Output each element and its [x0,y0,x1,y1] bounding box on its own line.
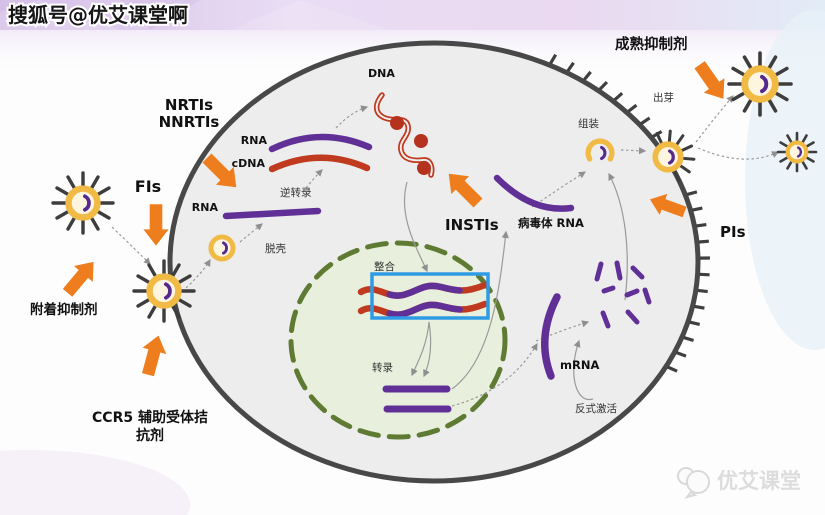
label-rna-template: RNA [192,201,219,214]
connector-to-mrna [451,342,538,407]
connector-to-integration [403,181,428,273]
dna-dot [417,161,431,175]
protein-fragment [594,261,604,282]
connectors [111,95,780,407]
mrna-strand [541,293,561,380]
label-pis: PIs [720,223,746,241]
connector-reverse-transcription [302,169,323,193]
label-integration: 整合 [374,260,395,273]
label-fis: FIs [135,177,161,196]
dna-dot [414,134,428,148]
viral-protein-fragments [594,260,652,329]
provirus-insert [357,281,489,299]
label-instis: INSTIs [445,216,499,234]
band-facet [0,0,120,30]
watermark-bottom-group: 优艾课堂 [677,467,801,499]
virion-attached-icon [132,259,196,323]
rna-genome-strand [268,133,373,153]
virion-rna-strand [493,174,575,212]
cdna-strand [268,154,371,173]
bg-tint-bottom-left [0,450,190,515]
connector-transcription-2 [423,321,432,378]
label-transactivation: 反式激活 [575,402,617,415]
connector-release-to-mature [697,147,780,160]
band-facet [230,0,390,30]
label-budding: 出芽 [653,91,674,104]
protein-fragment [625,309,640,325]
connector-assembly-to-budding [620,147,647,155]
label-assembly: 组装 [578,117,599,130]
nrtis-arrow-icon [202,153,237,188]
attachment-arrow-icon [62,261,94,297]
dna-dot [390,116,404,130]
label-mrna: mRNA [560,358,599,372]
label-uncoating: 脱壳 [265,242,286,255]
label-ccr5-line1: CCR5 辅助受体拮 [92,409,208,426]
protein-fragment [642,287,652,305]
released-virion-icon [727,51,793,117]
label-nnrtis: NNRTIs [159,113,220,131]
label-nrtis: NRTIs [165,96,213,114]
protein-fragment [601,285,616,294]
connector-uncoating [239,223,263,243]
connector-translation [535,320,590,342]
wechat-bubble-tail [684,490,698,499]
label-maturation-inhibitor: 成熟抑制剂 [615,35,688,53]
drug-arrows [62,61,725,377]
wechat-bubble-large [686,470,710,494]
ccr5-arrow-icon [142,335,167,377]
maturation-arrow-icon [694,61,725,99]
watermark-bottom: 优艾课堂 [717,469,801,493]
header-band [0,0,825,30]
capsid-uncoating-icon [208,234,236,262]
connector-proteins-to-assembly [608,172,628,301]
assembling-virion-icon [585,138,615,162]
connector-to-dna [335,105,369,129]
labels: 搜狐号@优艾课堂啊 NRTIs NNRTIs FIs 附着抑制剂 CCR5 辅助… [6,1,746,444]
protein-fragment [624,288,640,298]
protein-fragment [600,310,611,329]
connector-transcription-1 [411,321,430,377]
label-cdna: cDNA [232,157,266,170]
budding-virion-icon [652,129,696,183]
connector-budding-to-release [695,95,734,143]
connector-to-virion-rna [451,230,509,390]
dna-squiggle-inner [375,94,433,176]
watermark-top: 搜狐号@优艾课堂啊 [8,3,188,27]
connector-attach [111,226,151,265]
integrated-provirus [357,281,489,318]
label-ccr5-line2: 抗剂 [136,427,164,444]
wechat-logo-icon [677,467,710,499]
label-attachment-inhibitor: 附着抑制剂 [30,301,98,318]
rna-template-strand [222,207,322,220]
integration-highlight-box [370,272,490,320]
label-reverse-transcription: 逆转录 [280,186,312,199]
connector-entry [185,258,211,289]
mature-virion-icon [776,131,818,173]
band-facet [120,0,200,30]
viral-dna [374,92,435,178]
protein-fragment [630,265,645,280]
label-dna: DNA [368,67,395,80]
connector-transactivation-loop [573,339,594,401]
protein-fragment [614,260,623,281]
instis-arrow-icon [448,173,483,208]
virion-extracellular-icon [51,171,115,235]
label-virion-rna: 病毒体 RNA [518,216,584,230]
nucleic-acids [222,92,652,413]
label-transcription: 转录 [372,361,393,374]
pis-arrow-icon [649,193,687,218]
label-rna-genome: RNA [241,134,268,147]
provirus-insert [357,300,489,318]
